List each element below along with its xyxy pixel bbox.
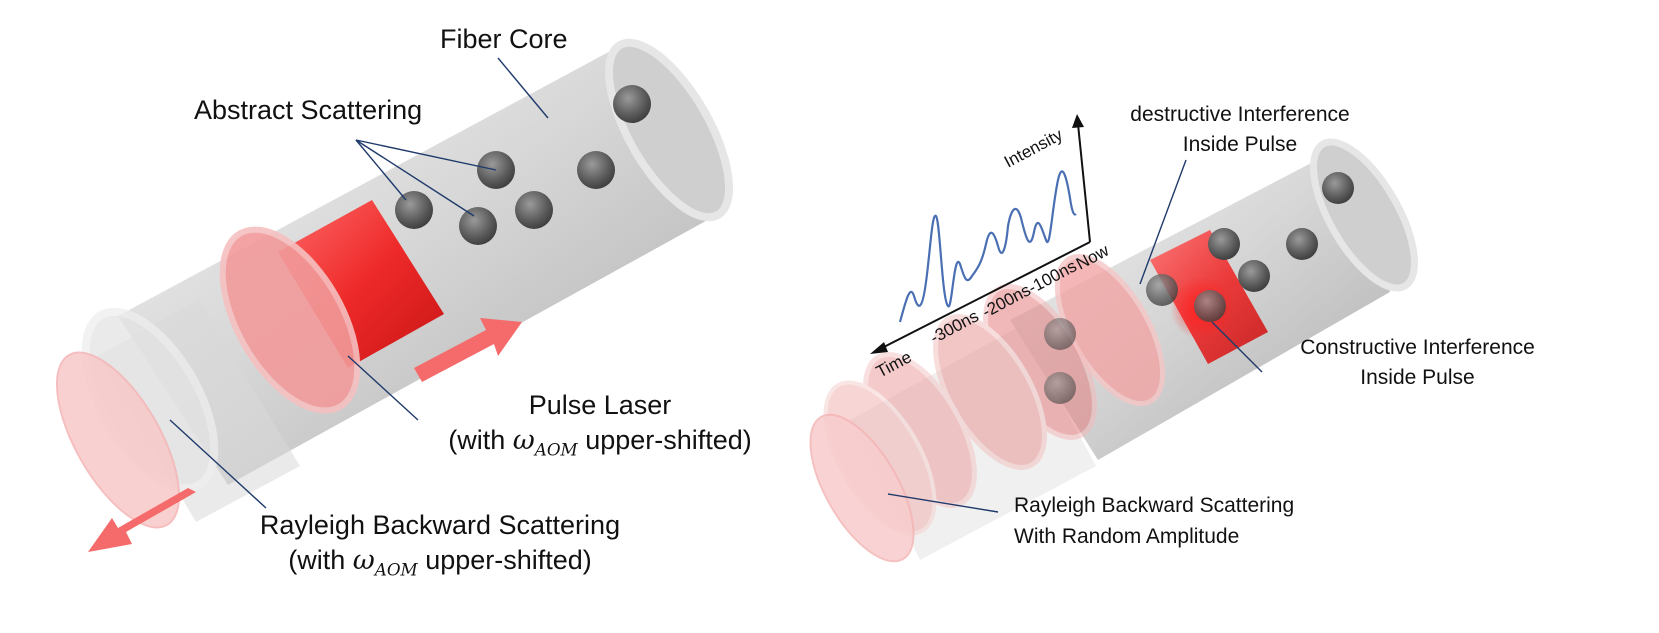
rayleigh-left-title: Rayleigh Backward Scattering xyxy=(259,510,621,540)
scatterer xyxy=(459,207,497,245)
scatterer xyxy=(1146,274,1178,306)
intensity-axis-arrowhead xyxy=(1072,114,1084,128)
rayleigh-left-note-prefix: (with xyxy=(288,545,353,575)
constructive-line1: Constructive Interference xyxy=(1300,336,1535,359)
omega-symbol: ωAOM xyxy=(352,545,418,580)
backward-arrow xyxy=(88,488,196,552)
constructive-line2: Inside Pulse xyxy=(1360,366,1475,389)
scatterer xyxy=(613,85,651,123)
rayleigh-left-label: Rayleigh Backward Scattering (with ωAOM … xyxy=(240,510,640,579)
right-leader-lines xyxy=(887,159,1263,513)
fiber-core-label: Fiber Core xyxy=(440,24,568,54)
omega-symbol: ωAOM xyxy=(512,425,578,460)
plot-y-label: Intensity xyxy=(1001,125,1066,172)
pulse-laser-note-prefix: (with xyxy=(448,425,513,455)
left-pulse-face xyxy=(219,226,361,414)
time-axis xyxy=(877,241,1091,351)
constructive-interference-label: Constructive Interference Inside Pulse xyxy=(1280,333,1555,393)
scatterer xyxy=(1286,228,1318,260)
pulse-laser-title: Pulse Laser xyxy=(528,390,672,420)
rayleigh-left-note-suffix: upper-shifted) xyxy=(417,545,592,575)
waveform xyxy=(898,170,1077,323)
pulse-laser-note: (with ωAOM upper-shifted) xyxy=(420,425,780,459)
intensity-axis xyxy=(1077,123,1091,243)
left-reflected-face xyxy=(55,351,181,529)
rayleigh-left-note: (with ωAOM upper-shifted) xyxy=(240,545,640,579)
left-fiber-group xyxy=(55,38,734,552)
abstract-scattering-label: Abstract Scattering xyxy=(194,95,423,125)
intensity-plot: Intensity Time Now -300ns -200ns -100ns xyxy=(870,114,1113,382)
scatterer xyxy=(1208,228,1240,260)
rayleigh-right-line1: Rayleigh Backward Scattering xyxy=(1014,494,1295,517)
destructive-interference-label: destructive Interference Inside Pulse xyxy=(1110,100,1370,160)
left-pulse-band xyxy=(278,200,444,368)
scatterer xyxy=(1322,172,1354,204)
scatterer xyxy=(1044,372,1076,404)
forward-arrow xyxy=(414,318,522,382)
rayleigh-right-label: Rayleigh Backward Scattering With Random… xyxy=(1014,490,1294,552)
time-axis-arrowhead xyxy=(870,342,888,354)
scatterer xyxy=(395,191,433,229)
right-fiber-group xyxy=(809,138,1418,563)
pulse-laser-note-suffix: upper-shifted) xyxy=(577,425,752,455)
left-leader-lines xyxy=(169,57,549,509)
right-reflected-face xyxy=(809,413,915,563)
destructive-line1: destructive Interference xyxy=(1130,103,1350,126)
scatterer xyxy=(1044,318,1076,350)
omega-subscript: AOM xyxy=(534,439,578,460)
scatterer xyxy=(515,191,553,229)
rayleigh-right-line2: With Random Amplitude xyxy=(1014,525,1240,548)
pulse-laser-label: Pulse Laser (with ωAOM upper-shifted) xyxy=(420,390,780,459)
scatterer xyxy=(577,151,615,189)
destructive-line2: Inside Pulse xyxy=(1182,133,1298,156)
scatterer xyxy=(1194,290,1226,322)
omega-subscript: AOM xyxy=(374,559,418,580)
scatterer xyxy=(1238,260,1270,292)
